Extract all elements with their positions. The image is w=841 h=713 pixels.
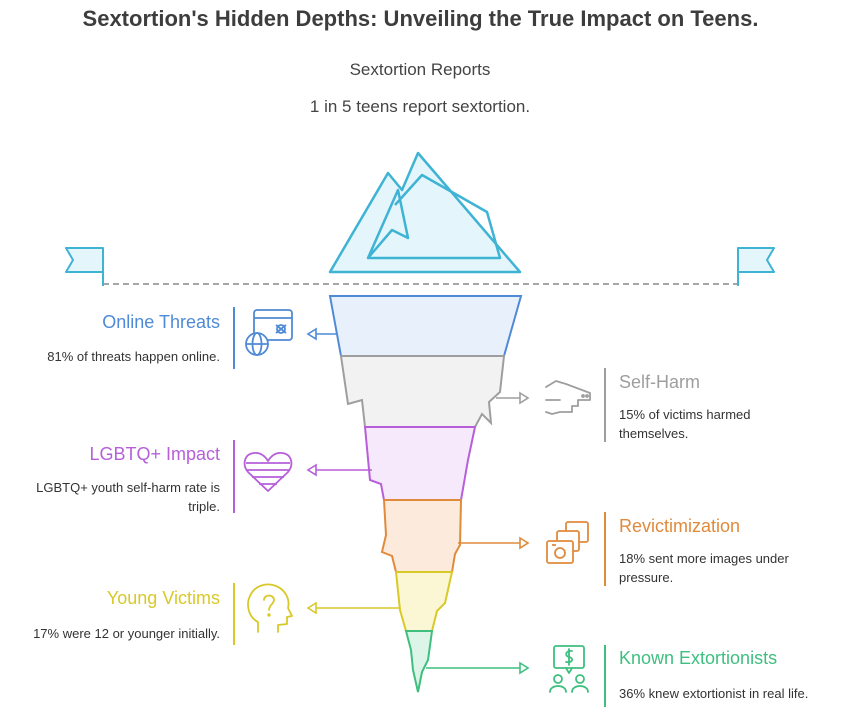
layer-title-known-extortionists: Known Extortionists	[619, 648, 778, 668]
layer-description-self-harm: 15% of victims harmed themselves.	[619, 407, 751, 441]
accent-bar-self-harm	[604, 368, 606, 442]
mountain-peak-icon	[328, 151, 522, 274]
head-question-icon	[247, 583, 293, 633]
layer-revictimization	[380, 499, 463, 573]
accent-bar-young-victims	[233, 583, 235, 645]
layer-description-known-extortionists: 36% knew extortionist in real life.	[619, 686, 809, 701]
striped-heart-icon	[243, 451, 293, 492]
layer-young-victims	[394, 571, 454, 632]
accent-bar-known-extortionists	[604, 645, 606, 707]
layer-lgbtq-impact	[363, 426, 477, 501]
summit-description: 1 in 5 teens report sextortion.	[309, 97, 531, 116]
money-people-icon	[549, 645, 589, 693]
photo-stack-icon	[546, 521, 589, 564]
layer-known-extortionists	[404, 630, 434, 693]
layer-title-revictimization: Revictimization	[619, 516, 741, 536]
layer-title-online-threats: Online Threats	[102, 312, 220, 332]
layer-self-harm	[339, 355, 506, 428]
globe-bug-icon	[245, 309, 293, 356]
accent-bar-lgbtq-impact	[233, 440, 235, 513]
layer-description-young-victims: 17% were 12 or younger initially.	[33, 626, 220, 641]
layer-description-lgbtq-impact: LGBTQ+ youth self-harm rate is triple.	[36, 480, 220, 514]
accent-bar-revictimization	[604, 512, 606, 586]
layer-online-threats	[328, 295, 523, 357]
pointing-hand-icon	[545, 380, 591, 415]
right-flag-icon	[737, 247, 775, 273]
summit-label: Sextortion Reports	[349, 60, 491, 79]
layer-description-online-threats: 81% of threats happen online.	[47, 349, 220, 364]
layer-title-lgbtq-impact: LGBTQ+ Impact	[89, 444, 220, 464]
left-flag-icon	[65, 247, 104, 273]
page-title: Sextortion's Hidden Depths: Unveiling th…	[82, 6, 759, 31]
layer-title-young-victims: Young Victims	[106, 588, 220, 608]
layer-title-self-harm: Self-Harm	[619, 372, 701, 392]
accent-bar-online-threats	[233, 307, 235, 369]
mountain-inner	[366, 173, 502, 260]
layer-description-revictimization: 18% sent more images under pressure.	[619, 551, 789, 585]
